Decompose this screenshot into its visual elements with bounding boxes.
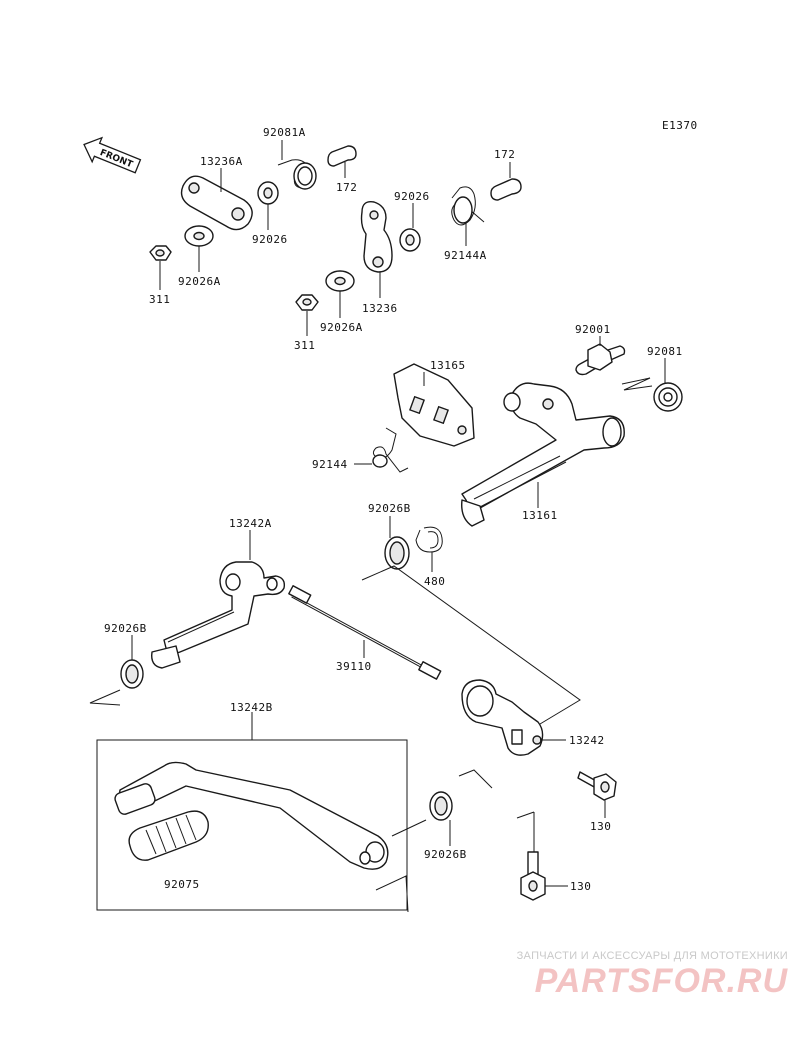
label-92001: 92001	[575, 323, 611, 336]
assembly-line-bolt-a	[458, 769, 493, 789]
label-92026B-a: 92026B	[368, 502, 411, 515]
label-92026B-b: 92026B	[104, 622, 147, 635]
part-92026B-c	[429, 791, 453, 846]
label-172-b: 172	[494, 148, 515, 161]
label-92075: 92075	[164, 878, 200, 891]
watermark-tagline: ЗАПЧАСТИ И АКСЕССУАРЫ ДЛЯ МОТОТЕХНИКИ	[516, 950, 788, 962]
part-13165	[393, 363, 475, 447]
part-13161	[461, 382, 625, 527]
label-92144A: 92144A	[444, 249, 487, 262]
label-13161: 13161	[522, 509, 558, 522]
label-39110: 39110	[336, 660, 372, 673]
assembly-line-pedal-lower	[375, 875, 409, 913]
part-92144A	[451, 186, 485, 246]
part-130-b	[516, 811, 568, 901]
label-92144: 92144	[312, 458, 348, 471]
part-92026A-b	[325, 270, 355, 318]
part-172-a	[327, 145, 357, 178]
part-172-b	[490, 162, 522, 201]
label-130-b: 130	[570, 880, 591, 893]
front-arrow-icon: FRONT	[83, 136, 142, 174]
label-311-b: 311	[294, 339, 315, 352]
assembly-line-upper	[361, 565, 581, 725]
part-92026B-b	[120, 635, 144, 689]
part-92075	[128, 810, 209, 861]
part-92026-a	[257, 181, 279, 230]
label-92026A-a: 92026A	[178, 275, 221, 288]
part-130-a	[577, 771, 617, 818]
label-13236A: 13236A	[200, 155, 243, 168]
part-92001	[575, 336, 626, 376]
label-13242: 13242	[569, 734, 605, 747]
part-92081A	[277, 140, 317, 190]
part-39110	[288, 585, 442, 680]
assembly-line-pedal	[391, 819, 427, 837]
label-92026-a: 92026	[252, 233, 288, 246]
label-13165: 13165	[430, 359, 466, 372]
label-311-a: 311	[149, 293, 170, 306]
label-13236: 13236	[362, 302, 398, 315]
pedal-box	[96, 739, 408, 911]
part-311-a	[149, 245, 172, 290]
label-92026-b: 92026	[394, 190, 430, 203]
label-13242A: 13242A	[229, 517, 272, 530]
part-92026-b	[399, 203, 421, 252]
part-92026A-a	[184, 225, 214, 272]
watermark-logo[interactable]: PARTSFOR.RU	[534, 962, 788, 1000]
label-480: 480	[424, 575, 445, 588]
label-92026A-b: 92026A	[320, 321, 363, 334]
part-13236	[360, 201, 393, 298]
part-480	[415, 526, 443, 572]
assembly-line-left	[89, 689, 121, 706]
part-92081	[621, 358, 683, 412]
label-13242B: 13242B	[230, 701, 273, 714]
part-311-b	[295, 294, 319, 336]
part-92026B-a	[384, 516, 410, 570]
part-13242	[461, 679, 566, 756]
label-92081: 92081	[647, 345, 683, 358]
part-13242A	[151, 530, 286, 669]
label-130-a: 130	[590, 820, 611, 833]
part-13242B	[114, 761, 389, 870]
part-13236A	[180, 168, 253, 231]
label-92081A: 92081A	[263, 126, 306, 139]
part-92144	[354, 427, 409, 473]
diagram-code: E1370	[662, 119, 698, 132]
label-172-a: 172	[336, 181, 357, 194]
label-92026B-c: 92026B	[424, 848, 467, 861]
